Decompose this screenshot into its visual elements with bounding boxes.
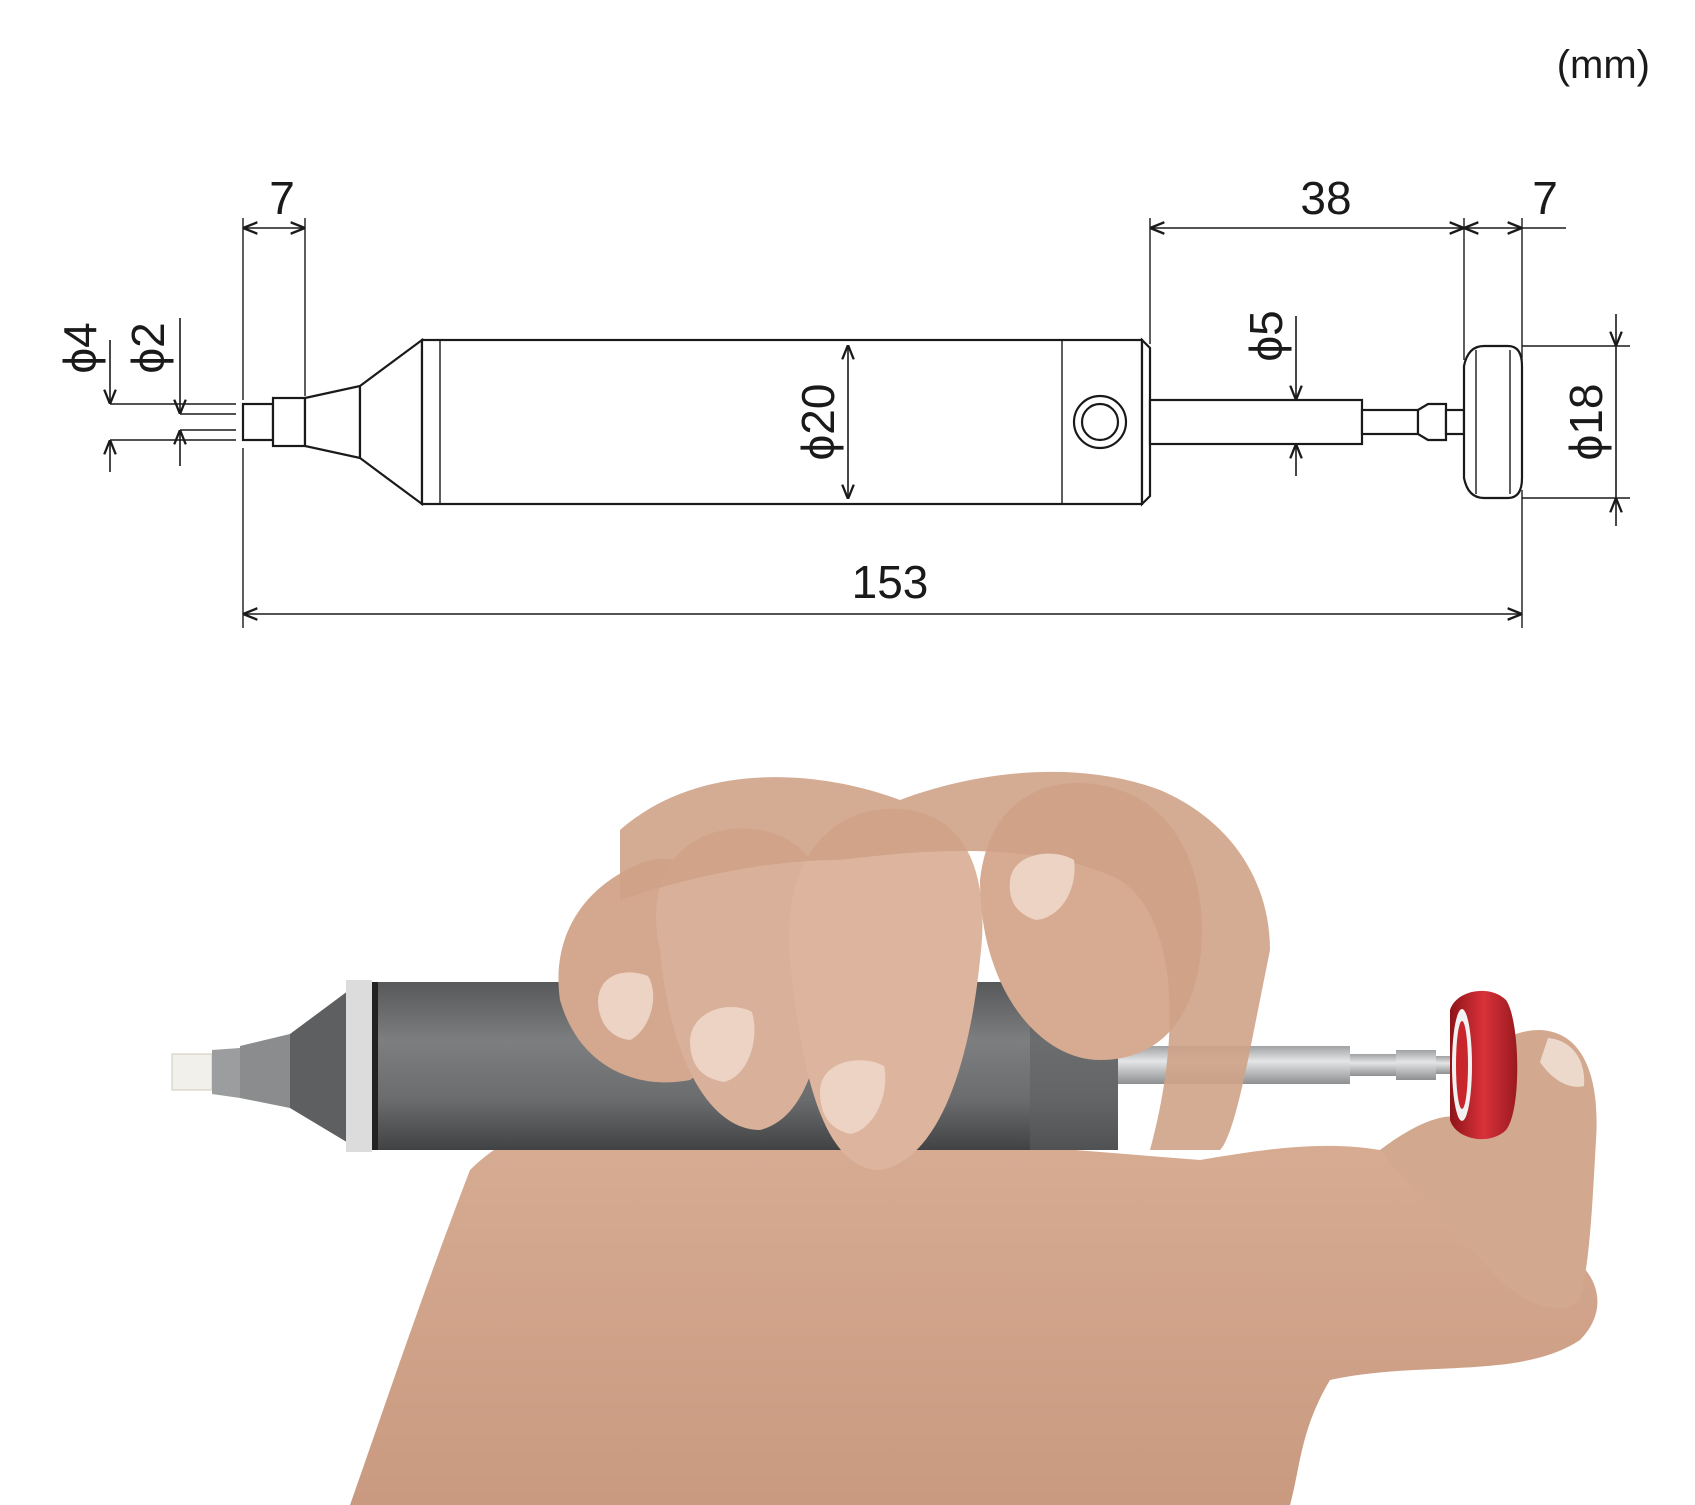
extension-lines <box>242 218 1630 628</box>
dim-tip-outer-diameter-label: ϕ4 <box>54 322 106 373</box>
dim-knob-length: 7 <box>1464 172 1566 228</box>
dim-plunger-length: 38 <box>1150 172 1464 228</box>
dim-knob-diameter: ϕ18 <box>1560 314 1616 526</box>
dim-tip-inner-diameter: ϕ2 <box>122 318 180 466</box>
dim-body-diameter-label: ϕ20 <box>792 384 844 461</box>
hand-fingers <box>558 771 1270 1170</box>
dim-plunger-length-label: 38 <box>1300 172 1351 224</box>
dim-total-length-label: 153 <box>852 556 929 608</box>
dim-rod-diameter-label: ϕ5 <box>1240 310 1292 361</box>
dim-knob-diameter-label: ϕ18 <box>1560 384 1612 461</box>
dim-body-diameter: ϕ20 <box>792 345 848 499</box>
product-photo <box>171 771 1598 1505</box>
dim-tip-outer-diameter: ϕ4 <box>54 322 110 472</box>
pump-outline <box>110 337 1524 507</box>
dim-tip-inner-diameter-label: ϕ2 <box>122 322 174 373</box>
pump-nozzle <box>171 1053 213 1091</box>
dim-tip-length-label: 7 <box>269 172 295 224</box>
dim-total-length: 153 <box>243 556 1522 614</box>
dim-rod-diameter: ϕ5 <box>1240 310 1296 476</box>
hand-palm <box>350 1112 1598 1505</box>
dim-tip-length: 7 <box>243 172 305 228</box>
hand-thumb <box>1380 1030 1597 1309</box>
technical-drawing: (mm) <box>54 43 1650 628</box>
dim-knob-length-label: 7 <box>1532 172 1558 224</box>
unit-label: (mm) <box>1557 43 1650 87</box>
